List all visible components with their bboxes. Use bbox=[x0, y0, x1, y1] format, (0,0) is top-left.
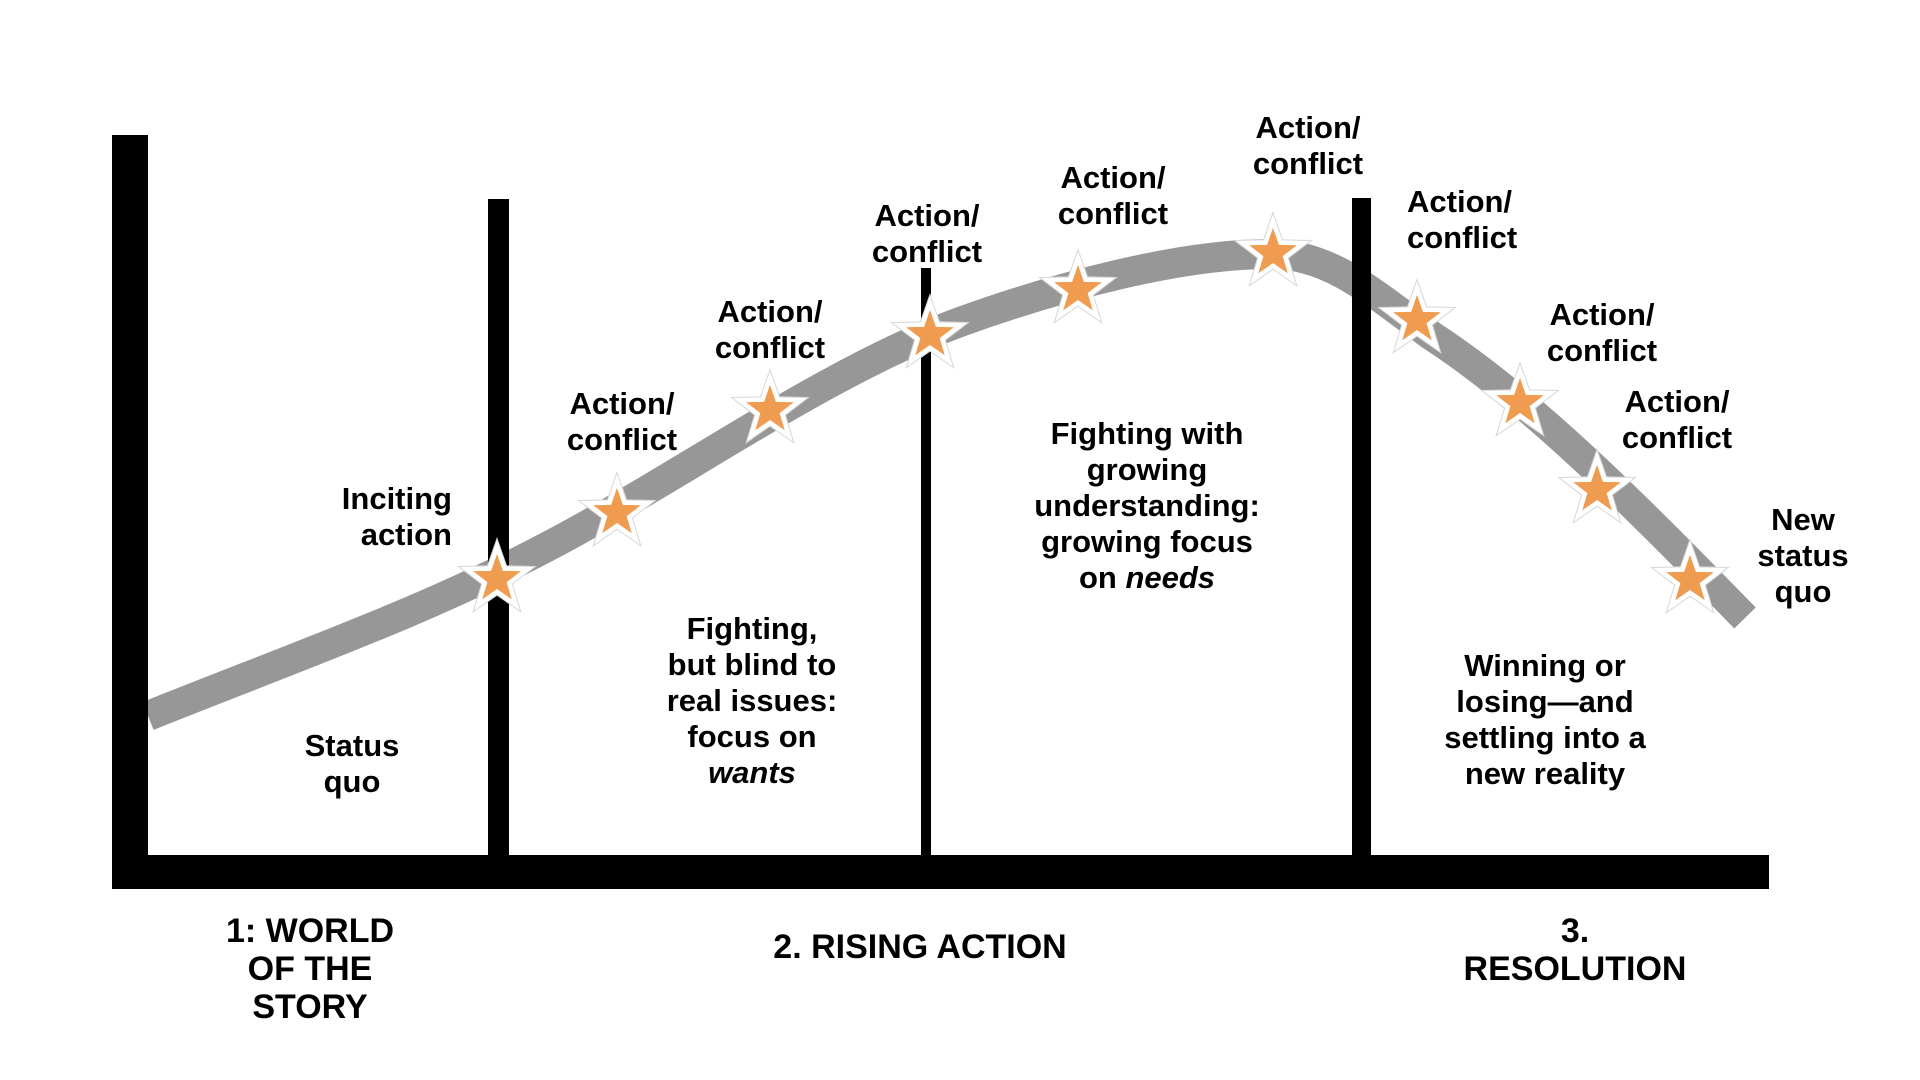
stars-group bbox=[457, 211, 1730, 614]
winning-losing-label: Winning or losing—and settling into a ne… bbox=[1444, 648, 1646, 791]
action-conflict-star bbox=[1650, 538, 1730, 614]
new-status-quo-label: New status quo bbox=[1757, 502, 1849, 609]
action-conflict-star bbox=[1038, 248, 1118, 324]
phase-divider-3 bbox=[1352, 198, 1371, 855]
action-conflict-star bbox=[1480, 361, 1560, 437]
action-conflict-star bbox=[730, 368, 810, 444]
star-core bbox=[1560, 451, 1634, 522]
fighting-needs-italic: needs bbox=[1125, 560, 1216, 595]
story-arc-curve bbox=[142, 238, 1756, 730]
action-conflict-label-6: Action/ conflict bbox=[1407, 184, 1518, 255]
star-core bbox=[580, 474, 654, 545]
phase-divider-2 bbox=[921, 268, 931, 855]
fighting-needs-lead: Fighting with growing understanding: gro… bbox=[1034, 416, 1260, 595]
action-conflict-label-5: Action/ conflict bbox=[1252, 110, 1364, 181]
action-conflict-star bbox=[1233, 211, 1313, 287]
action-conflict-label-3: Action/ conflict bbox=[871, 198, 983, 269]
action-conflict-star bbox=[1377, 278, 1457, 354]
action-conflict-star bbox=[1557, 448, 1637, 524]
status-quo-label: Status quo bbox=[304, 728, 400, 799]
star-core bbox=[1041, 251, 1115, 322]
action-conflict-star bbox=[457, 537, 537, 613]
x-axis bbox=[112, 855, 1769, 889]
action-conflict-label-2: Action/ conflict bbox=[714, 294, 826, 365]
axes-group bbox=[112, 135, 1769, 889]
star-core bbox=[460, 540, 534, 611]
fighting-wants-lead: Fighting, but blind to real issues: focu… bbox=[666, 611, 838, 754]
star-core bbox=[893, 296, 967, 367]
star-core bbox=[1380, 281, 1454, 352]
action-conflict-label-7: Action/ conflict bbox=[1546, 297, 1658, 368]
phase-2-title: 2. RISING ACTION bbox=[773, 928, 1067, 966]
action-conflict-label-1: Action/ conflict bbox=[566, 386, 678, 457]
y-axis bbox=[112, 135, 148, 889]
star-core bbox=[1236, 214, 1310, 285]
action-conflict-label-8: Action/ conflict bbox=[1621, 384, 1733, 455]
action-conflict-star bbox=[577, 471, 657, 547]
phase-3-title: 3. RESOLUTION bbox=[1463, 912, 1687, 988]
star-core bbox=[733, 371, 807, 442]
action-conflict-star bbox=[890, 293, 970, 369]
phase-divider-1 bbox=[488, 199, 509, 855]
star-core bbox=[1653, 541, 1727, 612]
action-conflict-label-4: Action/ conflict bbox=[1057, 160, 1169, 231]
fighting-wants-label: Fighting, but blind to real issues: focu… bbox=[667, 575, 838, 791]
inciting-action-label: Inciting action bbox=[341, 481, 452, 552]
phase-1-title: 1: WORLD OF THE STORY bbox=[225, 912, 395, 1026]
star-core bbox=[1483, 364, 1557, 435]
fighting-needs-label: Fighting with growing understanding: gro… bbox=[1034, 380, 1260, 596]
fighting-wants-italic: wants bbox=[708, 755, 796, 790]
